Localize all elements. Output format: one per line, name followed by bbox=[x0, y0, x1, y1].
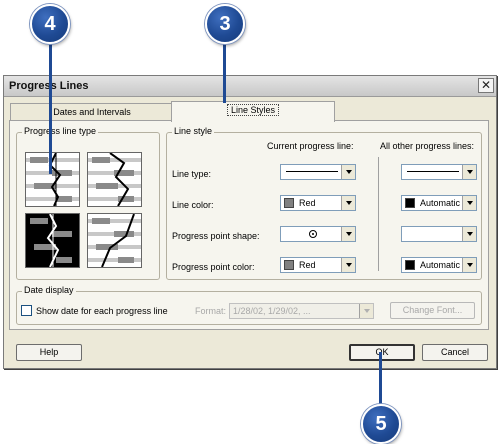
current-point-color-select[interactable]: Red bbox=[280, 257, 356, 273]
chevron-down-icon bbox=[462, 258, 476, 272]
chevron-down-icon bbox=[341, 258, 355, 272]
tab-label: Dates and Intervals bbox=[53, 107, 131, 117]
callout-3: 3 bbox=[205, 4, 245, 44]
button-label: Help bbox=[39, 347, 59, 357]
group-title: Line style bbox=[172, 126, 215, 136]
format-label: Format: bbox=[195, 306, 227, 316]
callout-5: 5 bbox=[361, 404, 401, 444]
tab-label: Line Styles bbox=[226, 104, 280, 116]
other-progress-lines-header: All other progress lines: bbox=[380, 141, 475, 151]
select-value: Red bbox=[299, 198, 316, 208]
column-divider bbox=[378, 157, 379, 271]
group-title: Progress line type bbox=[22, 126, 99, 136]
chevron-down-icon bbox=[359, 304, 373, 318]
cancel-button[interactable]: Cancel bbox=[422, 344, 488, 361]
other-point-color-select[interactable]: Automatic bbox=[401, 257, 477, 273]
line-type-preview-icon bbox=[26, 153, 79, 206]
show-date-label: Show date for each progress line bbox=[36, 306, 168, 316]
solid-line-icon bbox=[286, 171, 338, 172]
line-type-option-1[interactable] bbox=[25, 152, 80, 207]
current-point-shape-select[interactable] bbox=[280, 226, 356, 242]
close-button[interactable]: ✕ bbox=[478, 78, 494, 93]
chevron-down-icon bbox=[341, 196, 355, 210]
chevron-down-icon bbox=[462, 227, 476, 241]
progress-point-color-label: Progress point color: bbox=[172, 262, 255, 272]
format-select[interactable]: 1/28/02, 1/29/02, ... bbox=[229, 303, 374, 319]
select-value: Automatic bbox=[420, 260, 461, 270]
color-swatch bbox=[284, 198, 294, 208]
button-label: Cancel bbox=[440, 347, 469, 357]
callout-4-pointer bbox=[49, 44, 52, 174]
progress-line-type-group: Progress line type bbox=[16, 126, 160, 280]
ok-button[interactable]: OK bbox=[349, 344, 415, 361]
line-styles-panel: Progress line type bbox=[9, 120, 489, 330]
line-type-preview-icon bbox=[88, 153, 141, 206]
callout-4: 4 bbox=[30, 4, 70, 44]
color-swatch bbox=[405, 198, 415, 208]
callout-3-pointer bbox=[223, 44, 226, 103]
line-type-option-2[interactable] bbox=[87, 152, 142, 207]
chevron-down-icon bbox=[341, 227, 355, 241]
color-swatch bbox=[284, 260, 294, 270]
other-line-color-select[interactable]: Automatic bbox=[401, 195, 477, 211]
help-button[interactable]: Help bbox=[16, 344, 82, 361]
select-value: Red bbox=[299, 260, 316, 270]
line-style-group: Line style Current progress line: All ot… bbox=[166, 126, 482, 280]
button-label: Change Font... bbox=[402, 305, 463, 315]
group-title: Date display bbox=[22, 285, 76, 295]
target-dot-icon bbox=[309, 230, 317, 238]
date-display-group: Date display Show date for each progress… bbox=[16, 285, 482, 325]
line-type-option-3[interactable] bbox=[25, 213, 80, 268]
current-line-type-select[interactable] bbox=[280, 164, 356, 180]
line-type-preview-icon bbox=[30, 214, 72, 267]
line-type-label: Line type: bbox=[172, 169, 212, 179]
dialog-title: Progress Lines bbox=[9, 80, 89, 92]
show-date-checkbox[interactable] bbox=[21, 305, 32, 316]
color-swatch bbox=[405, 260, 415, 270]
change-font-button[interactable]: Change Font... bbox=[390, 302, 475, 319]
other-point-shape-select[interactable] bbox=[401, 226, 477, 242]
tab-line-styles[interactable]: Line Styles bbox=[171, 101, 335, 122]
progress-point-shape-label: Progress point shape: bbox=[172, 231, 260, 241]
select-value: Automatic bbox=[420, 198, 461, 208]
chevron-down-icon bbox=[462, 165, 476, 179]
line-type-option-4[interactable] bbox=[87, 213, 142, 268]
chevron-down-icon bbox=[462, 196, 476, 210]
current-line-color-select[interactable]: Red bbox=[280, 195, 356, 211]
callout-5-pointer bbox=[379, 352, 382, 404]
title-bar: Progress Lines ✕ bbox=[4, 76, 496, 97]
other-line-type-select[interactable] bbox=[401, 164, 477, 180]
chevron-down-icon bbox=[341, 165, 355, 179]
solid-line-icon bbox=[407, 171, 459, 172]
line-color-label: Line color: bbox=[172, 200, 214, 210]
line-type-preview-icon bbox=[88, 214, 141, 267]
progress-lines-dialog: Progress Lines ✕ Dates and Intervals Lin… bbox=[3, 75, 497, 369]
select-value: 1/28/02, 1/29/02, ... bbox=[233, 306, 311, 316]
current-progress-line-header: Current progress line: bbox=[267, 141, 354, 151]
close-icon: ✕ bbox=[480, 78, 492, 92]
